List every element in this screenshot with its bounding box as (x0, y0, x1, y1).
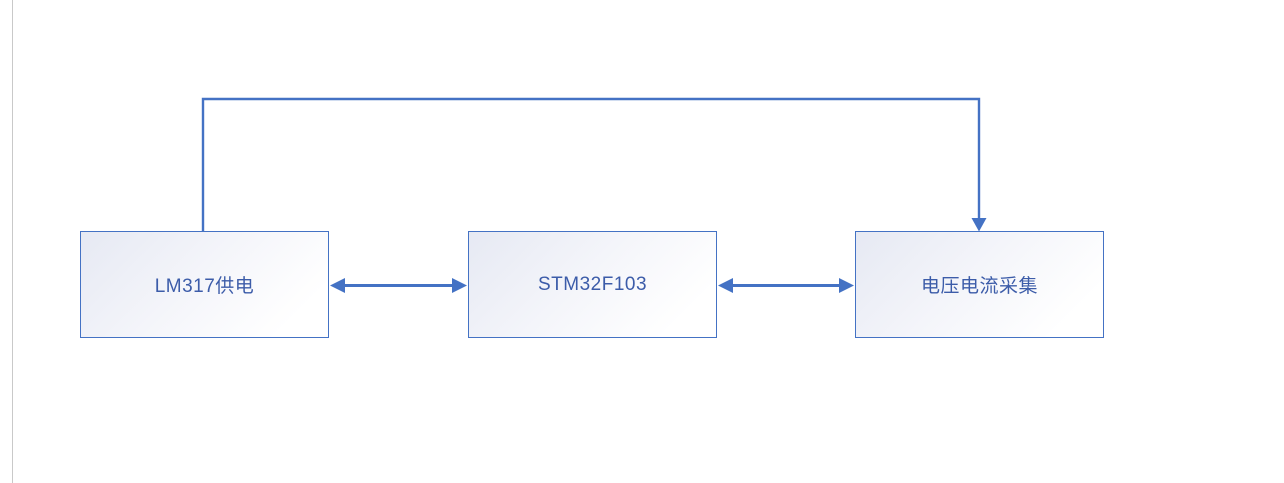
arrowhead-right-icon (452, 278, 467, 293)
node-stm32f103[interactable]: STM32F103 (468, 231, 717, 338)
arrowhead-left-icon (718, 278, 733, 293)
arrowhead-down-icon (971, 218, 987, 232)
page-margin-line (12, 0, 13, 483)
node-lm317-power[interactable]: LM317供电 (80, 231, 329, 338)
node-label: STM32F103 (537, 273, 648, 295)
node-voltage-current-acquisition[interactable]: 电压电流采集 (855, 231, 1104, 338)
arrowhead-right-icon (839, 278, 854, 293)
connector-stm32-acquire-double-arrow[interactable] (718, 278, 854, 293)
arrowhead-left-icon (330, 278, 345, 293)
connector-feedback-arrow[interactable] (201, 97, 987, 232)
connector-lm317-stm32-double-arrow[interactable] (330, 278, 467, 293)
node-label: 电压电流采集 (920, 276, 1038, 297)
node-label: LM317供电 (154, 276, 255, 297)
